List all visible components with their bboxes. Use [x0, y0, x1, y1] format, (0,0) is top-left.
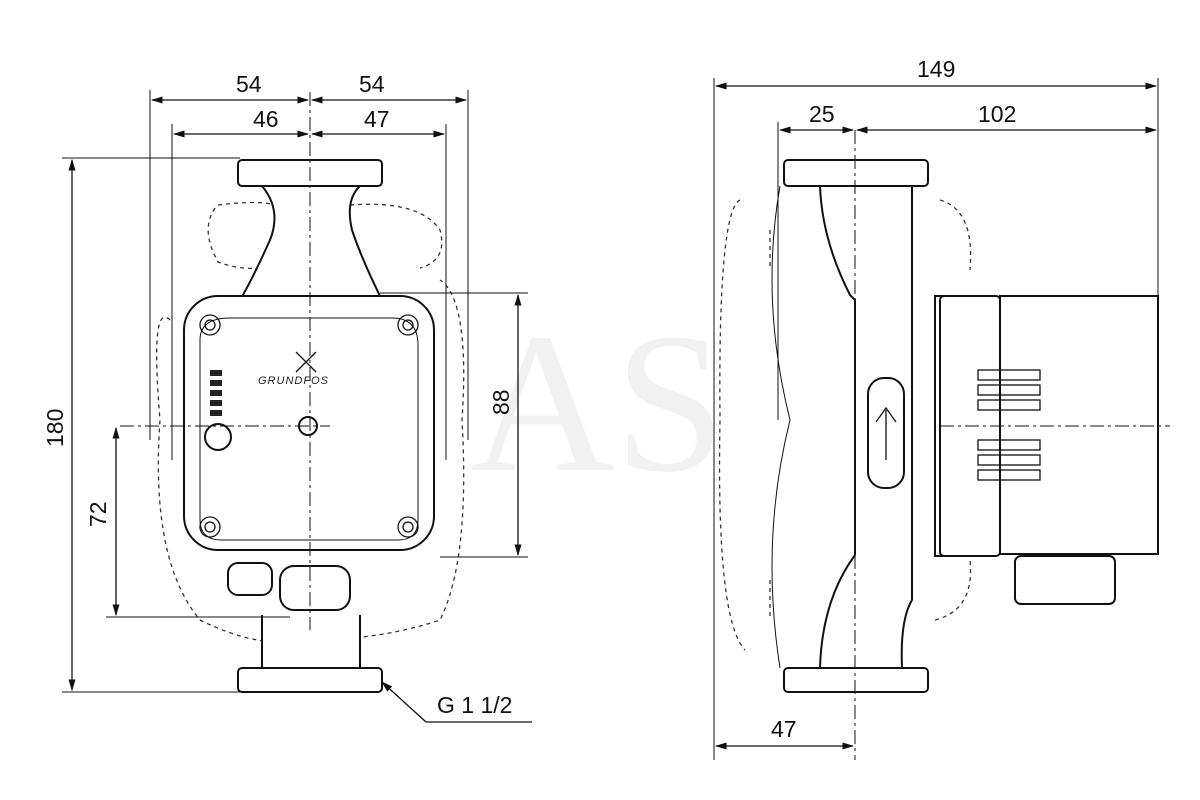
power-connector [279, 565, 351, 611]
front-view: GRUNDFOS 54 54 46 47 [42, 71, 532, 723]
front-envelope-outline [156, 201, 465, 644]
screw-icon [199, 516, 221, 538]
dim-inner-left: 46 [253, 106, 279, 132]
flow-arrow-icon [875, 406, 897, 460]
selector-button-icon [204, 423, 232, 451]
screw-icon [397, 314, 419, 336]
dim-axis-height: 72 [85, 501, 111, 527]
dim-inlet-offset: 25 [809, 101, 835, 127]
heat-sink-fins [977, 369, 1041, 481]
side-envelope-outline [718, 199, 972, 651]
side-connector [1014, 555, 1116, 605]
dim-motor-height: 88 [488, 389, 514, 415]
screw-icon [199, 314, 221, 336]
side-bottom-flange [783, 667, 929, 693]
pump-volute [818, 185, 913, 669]
side-top-flange [783, 159, 929, 187]
dim-inner-right: 47 [364, 106, 390, 132]
brand-logo-icon [295, 351, 317, 373]
indicator-leds [210, 370, 222, 416]
dim-total-length: 149 [917, 56, 955, 82]
dim-bottom-offset: 47 [771, 716, 797, 742]
side-view: 149 25 102 47 [713, 56, 1170, 760]
dim-half-width-right: 54 [359, 71, 385, 97]
dim-total-height: 180 [42, 409, 68, 447]
dim-motor-length: 102 [978, 101, 1016, 127]
front-lower-neck [261, 615, 361, 669]
watermark: AS [470, 293, 726, 514]
signal-connector [227, 562, 273, 596]
thread-label: G 1 1/2 [437, 692, 512, 718]
dim-half-width-left: 54 [236, 71, 262, 97]
control-panel-outline [199, 317, 419, 541]
bottom-flange [237, 667, 383, 693]
brand-text: GRUNDFOS [258, 375, 329, 387]
screw-icon [397, 516, 419, 538]
motor-body [999, 295, 1159, 555]
